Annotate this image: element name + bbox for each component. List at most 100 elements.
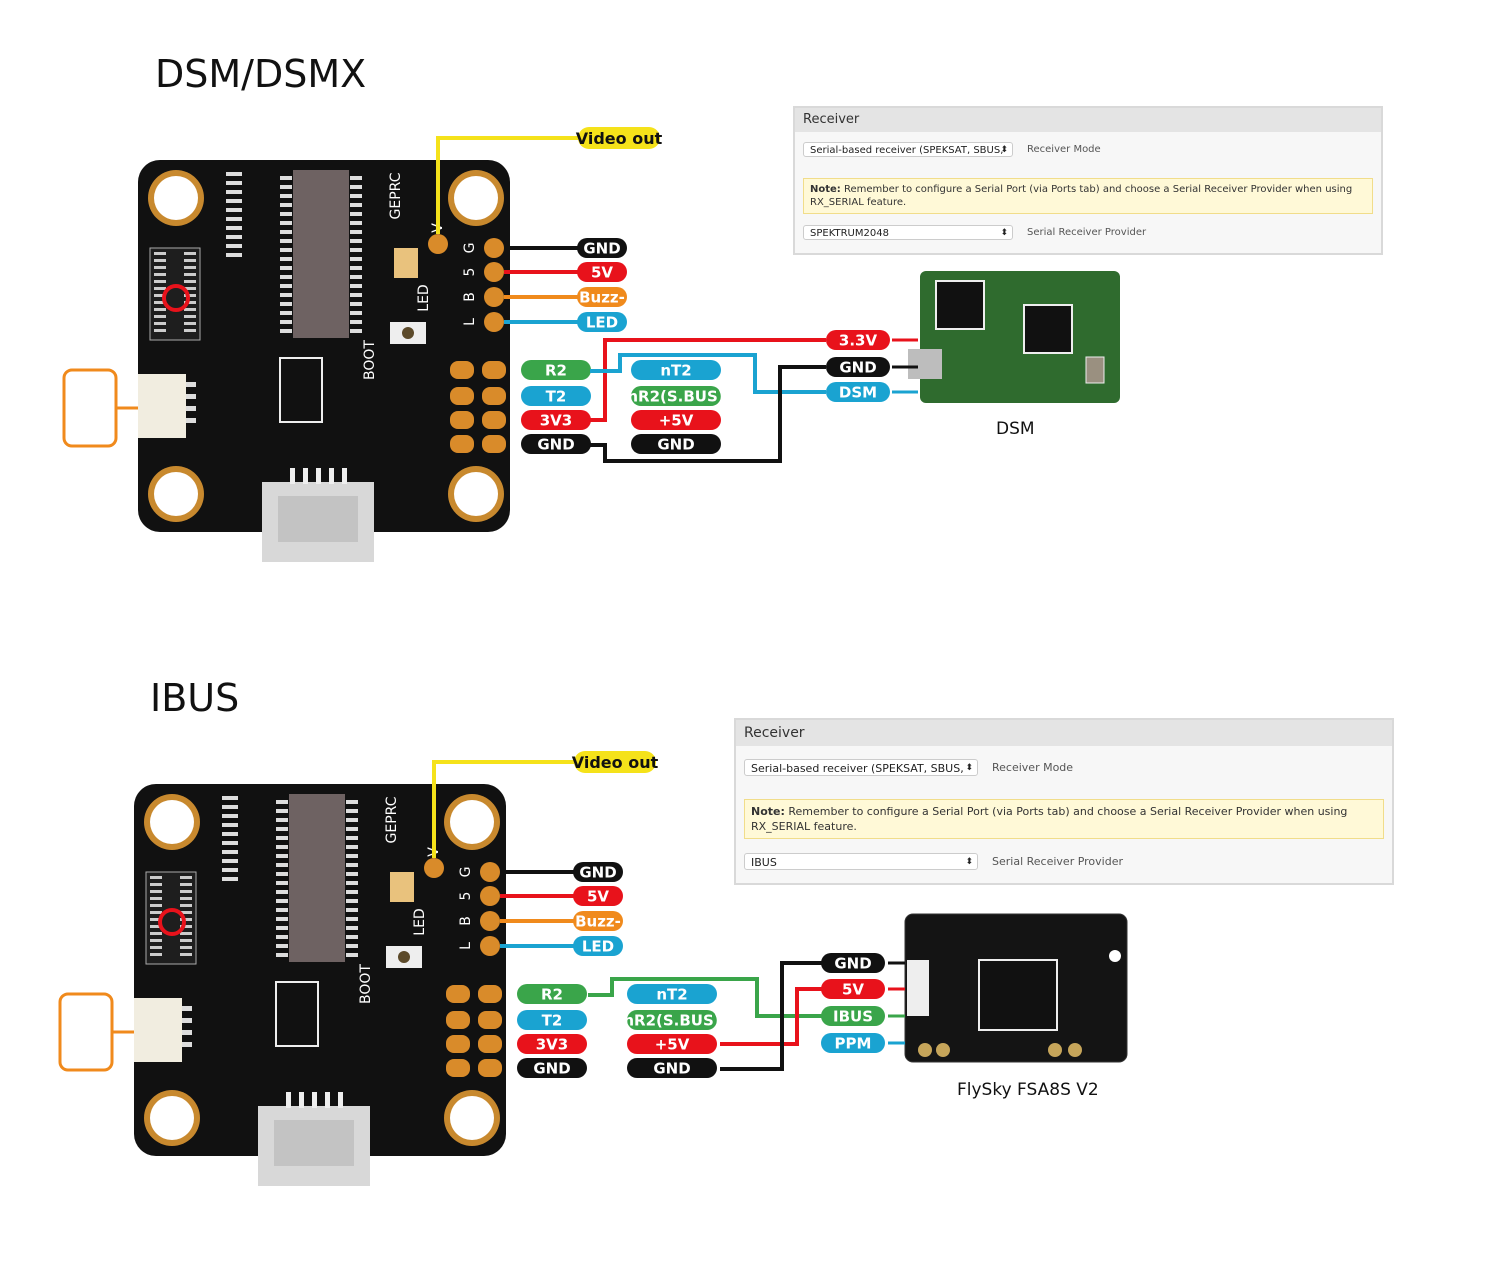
chip-pin bbox=[346, 800, 358, 804]
usb-pin bbox=[286, 1092, 291, 1108]
video-plug-pin bbox=[182, 1018, 192, 1023]
solder-pad bbox=[480, 936, 500, 956]
uart-pad bbox=[446, 1011, 470, 1029]
pin-label-r2: R2 bbox=[521, 360, 591, 380]
status-led-ring-icon bbox=[158, 908, 186, 936]
connector-pin bbox=[184, 315, 196, 318]
flash-chip bbox=[289, 794, 345, 962]
pin-label-t2: T2 bbox=[521, 386, 591, 406]
board-led-label: LED bbox=[416, 284, 432, 311]
pill-bg bbox=[821, 979, 885, 999]
smd-pad bbox=[226, 199, 242, 203]
pad-label: 5 bbox=[462, 268, 478, 277]
chip-pin bbox=[276, 881, 288, 885]
chip-pin bbox=[346, 944, 358, 948]
receiver-pad bbox=[1048, 1043, 1062, 1057]
smd-pad bbox=[222, 859, 238, 863]
receiver-pad bbox=[1068, 1043, 1082, 1057]
chip-pin bbox=[346, 827, 358, 831]
connector-pin bbox=[154, 259, 166, 262]
chip-pin bbox=[350, 248, 362, 252]
uart-pad bbox=[482, 387, 506, 405]
pill-bg bbox=[573, 862, 623, 882]
receiver-mode-label: Receiver Mode bbox=[992, 761, 1074, 774]
chip-pin bbox=[350, 257, 362, 261]
video-plug-pin bbox=[186, 382, 196, 387]
smd-pad bbox=[222, 832, 238, 836]
solder-pad bbox=[480, 886, 500, 906]
connector-pin bbox=[150, 911, 162, 914]
smd-pad bbox=[226, 181, 242, 185]
pin-label-nt2: nT2 bbox=[627, 984, 717, 1004]
pill-bg bbox=[574, 751, 656, 773]
receiver-pad bbox=[918, 1043, 932, 1057]
serial-provider-select[interactable]: IBUS ⬍ bbox=[744, 853, 978, 870]
connector-pin bbox=[154, 294, 166, 297]
pad-label: L bbox=[458, 942, 474, 950]
smd-pad bbox=[226, 190, 242, 194]
chip-pin bbox=[350, 194, 362, 198]
uart-pad bbox=[478, 1011, 502, 1029]
wire bbox=[590, 365, 826, 463]
chip-pin bbox=[346, 863, 358, 867]
buzzer-pad bbox=[390, 872, 414, 902]
pill-bg bbox=[631, 386, 721, 406]
chip-pin bbox=[280, 320, 292, 324]
pill-bg bbox=[627, 1034, 717, 1054]
chip-pin bbox=[276, 953, 288, 957]
smd-pad bbox=[226, 244, 242, 248]
chip-pin bbox=[280, 329, 292, 333]
chip-pin bbox=[276, 845, 288, 849]
smd-pad bbox=[222, 823, 238, 827]
serial-provider-select[interactable]: SPEKTRUM2048 ⬍ bbox=[803, 225, 1013, 240]
connector-pin bbox=[180, 890, 192, 893]
mount-hole-center bbox=[450, 1096, 494, 1140]
pin-label-3v3: 3V3 bbox=[517, 1034, 587, 1054]
pin-label-3-3v: 3.3V bbox=[826, 330, 890, 350]
smd-pad bbox=[222, 877, 238, 881]
usb-pin bbox=[316, 468, 321, 484]
video-plug-pin bbox=[186, 394, 196, 399]
chip-pin bbox=[350, 176, 362, 180]
pill-text: +5V bbox=[659, 412, 694, 430]
receiver-settings-panel-ibus: Receiver Serial-based receiver (SPEKSAT,… bbox=[734, 718, 1394, 885]
chip-pin bbox=[276, 800, 288, 804]
chip-pin bbox=[346, 899, 358, 903]
connector-pin bbox=[154, 280, 166, 283]
chip-pin bbox=[346, 890, 358, 894]
flysky-receiver bbox=[904, 913, 1128, 1063]
connector-pin bbox=[180, 897, 192, 900]
connector-pin bbox=[154, 252, 166, 255]
chip-pin bbox=[350, 320, 362, 324]
video-plug-label-video: VIDEO bbox=[64, 1002, 108, 1018]
serial-port-note: Note: Remember to configure a Serial Por… bbox=[744, 799, 1384, 839]
chip-pin bbox=[276, 899, 288, 903]
pill-text: R2 bbox=[541, 986, 563, 1004]
chip-pin bbox=[276, 890, 288, 894]
wire bbox=[588, 977, 822, 1018]
chip-pin bbox=[280, 302, 292, 306]
solder-pad bbox=[480, 862, 500, 882]
pin-label-r2: R2 bbox=[517, 984, 587, 1004]
chip-pin bbox=[346, 908, 358, 912]
dsm-receiver bbox=[908, 271, 1120, 403]
uart-pad bbox=[482, 361, 506, 379]
chip-pin bbox=[350, 230, 362, 234]
chip-pin bbox=[346, 854, 358, 858]
receiver-mode-select[interactable]: Serial-based receiver (SPEKSAT, SBUS, ⬍ bbox=[803, 142, 1013, 157]
pin-label-ppm: PPM bbox=[821, 1033, 885, 1053]
pad-label: 5 bbox=[458, 892, 474, 901]
receiver-mode-value: Serial-based receiver (SPEKSAT, SBUS, bbox=[810, 145, 1004, 156]
smd-pad bbox=[222, 841, 238, 845]
pin-label-gnd: GND bbox=[577, 238, 627, 258]
chip-pin bbox=[276, 827, 288, 831]
chip-pin bbox=[346, 926, 358, 930]
receiver-mode-select[interactable]: Serial-based receiver (SPEKSAT, SBUS, ⬍ bbox=[744, 759, 978, 776]
usb-pin bbox=[325, 1092, 330, 1108]
chip-pin bbox=[350, 275, 362, 279]
solder-pad bbox=[484, 312, 504, 332]
section-title-dsm: DSM/DSMX bbox=[155, 52, 367, 96]
flash-chip bbox=[293, 170, 349, 338]
video-plug-label-video: VIDEO bbox=[68, 378, 112, 394]
receiver-settings-panel-dsm: Receiver Serial-based receiver (SPEKSAT,… bbox=[793, 106, 1383, 255]
